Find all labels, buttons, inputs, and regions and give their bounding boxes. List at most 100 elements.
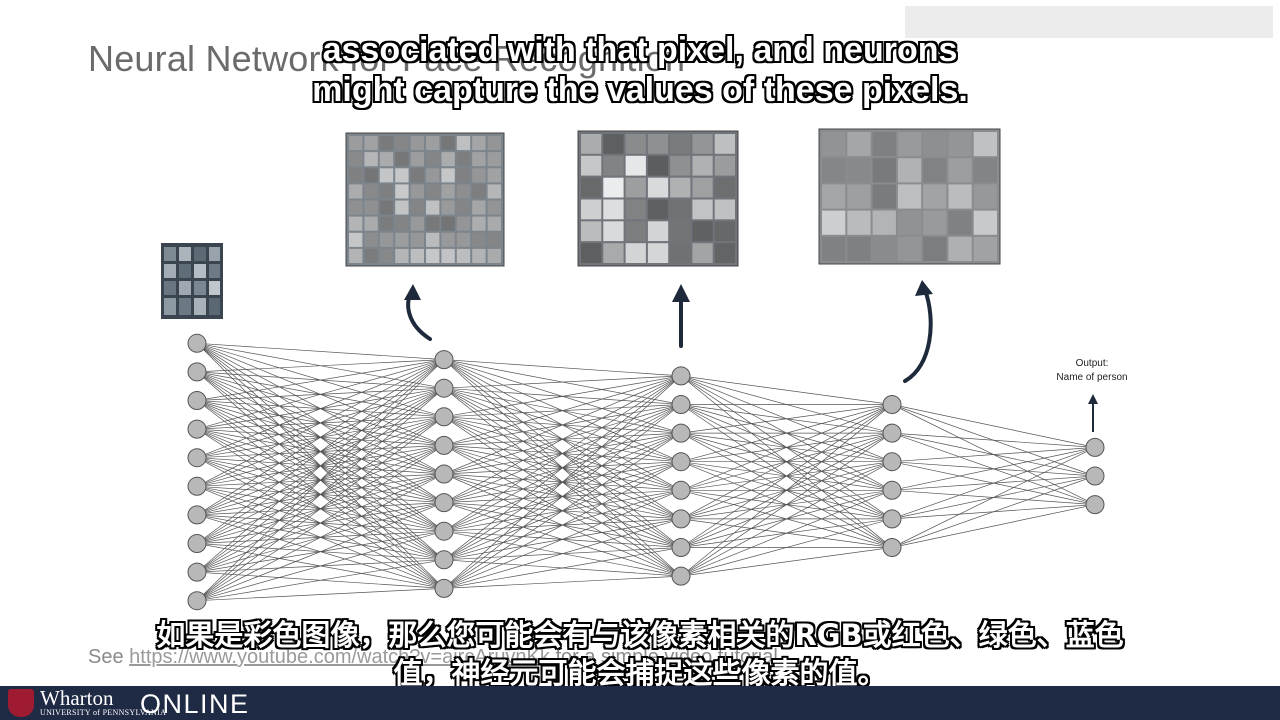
- chinese-subtitle-line1: 如果是彩色图像，那么您可能会有与该像素相关的RGB或红色、绿色、蓝色: [156, 618, 1124, 652]
- feature-cell: [923, 184, 947, 209]
- feature-cell: [973, 210, 997, 235]
- feature-cell: [395, 168, 409, 183]
- network-edge: [680, 432, 893, 577]
- feature-cell: [670, 177, 691, 198]
- feature-cell: [395, 248, 409, 263]
- feature-cell: [472, 248, 486, 263]
- network-edge: [680, 404, 893, 577]
- feature-cell: [822, 158, 846, 183]
- feature-cell: [395, 232, 409, 247]
- feature-cell: [714, 177, 735, 198]
- feature-cell: [379, 248, 394, 263]
- network-edge: [196, 559, 445, 602]
- feature-cell: [670, 199, 691, 220]
- feature-cell: [379, 232, 394, 247]
- network-edge: [196, 359, 445, 516]
- feature-cell: [441, 248, 455, 263]
- network-edge: [680, 461, 893, 577]
- feature-cell: [349, 136, 363, 151]
- feature-cell: [625, 221, 646, 242]
- network-edge: [443, 375, 682, 389]
- feature-cell: [456, 136, 471, 151]
- network-edge: [196, 359, 445, 401]
- neuron-node-layer-2: [434, 521, 454, 541]
- neuron-node-layer-3: [671, 566, 691, 586]
- footer-bar: Wharton UNIVERSITY of PENNSYLVANIA ONLIN…: [0, 686, 1280, 720]
- see-suffix: for a simple video tutorial: [549, 646, 778, 668]
- feature-cell: [714, 221, 735, 242]
- feature-cell: [410, 152, 424, 167]
- network-edge: [443, 518, 682, 589]
- neuron-node-layer-3: [671, 480, 691, 500]
- feature-cell: [441, 168, 455, 183]
- feature-cell: [897, 132, 922, 157]
- neuron-node-layer-2: [434, 407, 454, 427]
- wharton-shield-icon: [8, 689, 34, 717]
- neuron-node-layer-3: [671, 452, 691, 472]
- neuron-node-layer-3: [671, 423, 691, 443]
- feature-cell: [581, 199, 602, 220]
- feature-cell: [714, 199, 735, 220]
- output-label: Output: Name of person: [1040, 357, 1144, 385]
- feature-cell: [395, 200, 409, 215]
- feature-cell: [456, 200, 471, 215]
- feature-cell: [379, 168, 394, 183]
- neuron-node-layer-1: [187, 562, 207, 582]
- network-edge: [443, 375, 682, 418]
- feature-cell: [379, 152, 394, 167]
- feature-cell: [647, 155, 669, 176]
- straight-arrow-middle: [672, 284, 690, 348]
- feature-cell: [603, 177, 624, 198]
- feature-cell: [822, 132, 846, 157]
- network-edge: [196, 359, 445, 573]
- neuron-node-layer-1: [187, 591, 207, 611]
- feature-cell: [714, 243, 735, 263]
- network-edge: [443, 375, 682, 475]
- network-edge: [680, 518, 893, 577]
- neuron-node-layer-4: [882, 538, 902, 557]
- neuron-node-layer-2: [434, 378, 454, 398]
- feature-cell: [426, 136, 440, 151]
- feature-cell: [581, 155, 602, 176]
- feature-cell: [456, 248, 471, 263]
- network-edge: [680, 404, 893, 434]
- feature-cell: [872, 158, 896, 183]
- network-edge: [196, 530, 445, 602]
- tutorial-link[interactable]: https://www.youtube.com/watch?v=aircAruv…: [129, 646, 550, 668]
- feature-cell: [379, 216, 394, 231]
- feature-cell: [670, 155, 691, 176]
- neuron-node-layer-4: [882, 395, 902, 414]
- network-edge: [443, 461, 682, 589]
- feature-cell: [822, 184, 846, 209]
- feature-cell: [487, 168, 501, 183]
- neuron-node-layer-5: [1085, 437, 1105, 457]
- feature-cell: [948, 236, 972, 261]
- feature-cell: [872, 184, 896, 209]
- feature-cell: [822, 210, 846, 235]
- feature-cell: [410, 136, 424, 151]
- feature-cell: [364, 216, 378, 231]
- network-edge: [443, 489, 682, 589]
- feature-cell: [395, 184, 409, 199]
- feature-cell: [847, 184, 871, 209]
- neuron-node-layer-3: [671, 395, 691, 414]
- feature-cell: [349, 200, 363, 215]
- feature-cell: [456, 216, 471, 231]
- english-subtitle-line2: might capture the values of these pixels…: [312, 71, 968, 109]
- network-edge: [196, 342, 445, 360]
- network-edge: [443, 547, 682, 589]
- feature-cell: [426, 168, 440, 183]
- feature-cell: [692, 155, 713, 176]
- feature-cell: [364, 232, 378, 247]
- feature-cell: [670, 134, 691, 154]
- network-edge: [680, 547, 893, 577]
- feature-cell: [603, 155, 624, 176]
- reference-line: See https://www.youtube.com/watch?v=airc…: [88, 646, 778, 669]
- english-subtitle: associated with that pixel, and neurons …: [0, 30, 1280, 110]
- network-edge: [196, 359, 445, 487]
- feature-cell: [364, 184, 378, 199]
- neuron-node-layer-1: [187, 333, 207, 353]
- feature-cell: [395, 216, 409, 231]
- network-edge: [196, 359, 445, 601]
